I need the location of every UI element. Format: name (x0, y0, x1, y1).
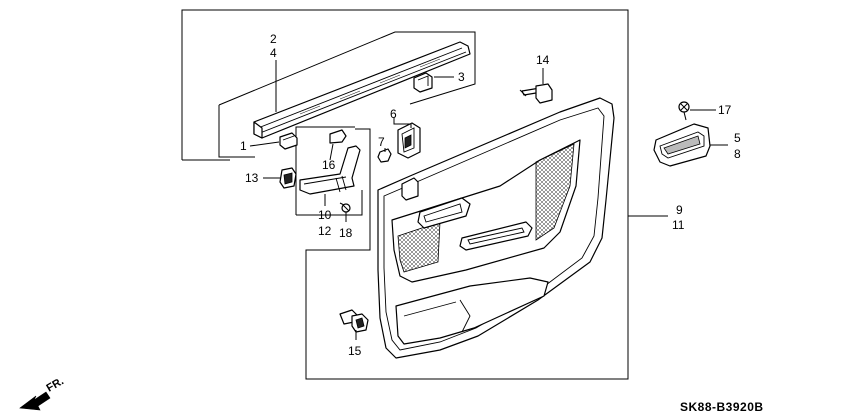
clip-part-3 (413, 72, 433, 93)
callout-12: 12 (318, 224, 332, 238)
callout-4: 4 (270, 46, 277, 60)
pocket-part-5 (653, 123, 711, 167)
group-outline-main (181, 9, 629, 380)
callout-11: 11 (672, 218, 685, 232)
inside-handle-part-6 (397, 122, 421, 159)
weatherstrip (253, 41, 471, 139)
callout-9: 9 (676, 203, 683, 217)
callout-15: 15 (348, 344, 362, 358)
clip-part-7 (377, 148, 392, 163)
group-outline-weatherstrip (218, 31, 476, 158)
callout-16: 16 (322, 158, 336, 172)
clip-part-16 (329, 129, 347, 144)
callout-7: 7 (378, 135, 385, 149)
clip-part-15 (339, 309, 369, 333)
screw-part-17 (678, 101, 690, 121)
callouts: 2 4 3 1 6 7 16 13 10 12 18 14 15 17 5 8 … (240, 32, 741, 358)
pull-pocket-part-10 (299, 145, 361, 195)
front-direction-arrow: FR. (19, 375, 66, 411)
callout-18: 18 (339, 226, 353, 240)
callout-5: 5 (734, 131, 741, 145)
callout-13: 13 (245, 171, 259, 185)
callout-14: 14 (536, 53, 550, 67)
group-outline-handle (295, 126, 363, 216)
diagram-code: SK88-B3920B (680, 400, 764, 414)
callout-6: 6 (390, 107, 397, 121)
screw-part-18 (339, 202, 351, 213)
callout-17: 17 (718, 103, 732, 117)
clip-part-14 (519, 83, 553, 104)
callout-3: 3 (458, 70, 465, 84)
grommet-part-13 (279, 167, 297, 189)
callout-1: 1 (240, 139, 247, 153)
clip-part-1 (279, 132, 298, 150)
leader-lines (249, 60, 728, 340)
callout-10: 10 (318, 208, 332, 222)
callout-8: 8 (734, 147, 741, 161)
direction-label: FR. (45, 375, 66, 394)
door-lining-panel (377, 97, 615, 359)
callout-2: 2 (270, 32, 277, 46)
